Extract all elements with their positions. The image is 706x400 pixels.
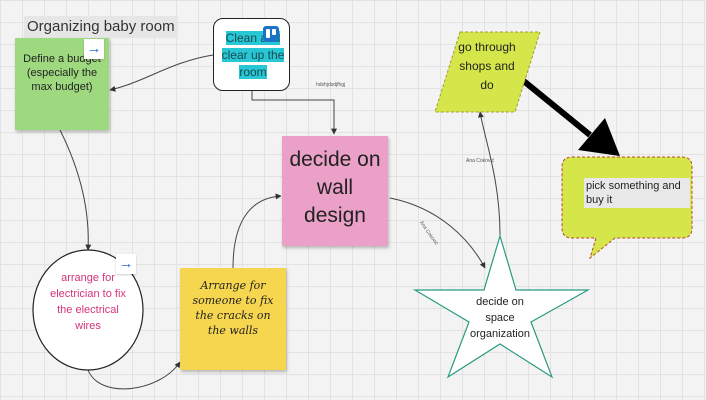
- connector-wall-to-space[interactable]: [389, 197, 486, 269]
- label-space-to-shops: Ana Coković: [466, 158, 495, 164]
- label-clean-to-wall: hdshjdsdjfhgj: [316, 82, 346, 88]
- arrowhead-shops-to-pick: [578, 118, 620, 156]
- arrow-right-icon[interactable]: →: [84, 39, 104, 59]
- sticky-fix-cracks-text: Arrange for someone to fix the cracks on…: [192, 279, 274, 337]
- card-clean-room-text: Clean and clear up the room: [221, 31, 285, 79]
- electrician-circle[interactable]: [32, 249, 144, 371]
- connector-clean-to-budget[interactable]: [109, 54, 214, 92]
- sticky-define-budget-text: Define a budget (especially the max budg…: [23, 53, 101, 93]
- pick-text: pick something and buy it: [584, 178, 690, 208]
- connector-cracks-to-wall[interactable]: [232, 193, 282, 269]
- trello-icon[interactable]: [263, 26, 279, 42]
- space-text: decide on space organization: [470, 296, 530, 340]
- shops-text: go through shops and do: [458, 40, 516, 92]
- connector-shops-to-pick[interactable]: [518, 75, 592, 138]
- sticky-wall-design[interactable]: decide on wall design: [282, 136, 388, 246]
- shops-parallelogram[interactable]: [434, 31, 541, 113]
- connector-space-to-shops[interactable]: [477, 111, 501, 236]
- connector-electrician-to-cracks[interactable]: [87, 361, 181, 390]
- electrician-text: arrange for electrician to fix the elect…: [50, 272, 126, 332]
- connector-budget-to-electrician[interactable]: [59, 129, 92, 251]
- arrow-right-icon[interactable]: →: [116, 254, 136, 274]
- frame-title[interactable]: Organizing baby room: [24, 16, 178, 38]
- sticky-wall-design-text: decide on wall design: [289, 148, 381, 227]
- sticky-fix-cracks[interactable]: Arrange for someone to fix the cracks on…: [180, 268, 286, 370]
- connector-clean-to-wall[interactable]: [251, 91, 337, 135]
- space-star[interactable]: [412, 233, 591, 379]
